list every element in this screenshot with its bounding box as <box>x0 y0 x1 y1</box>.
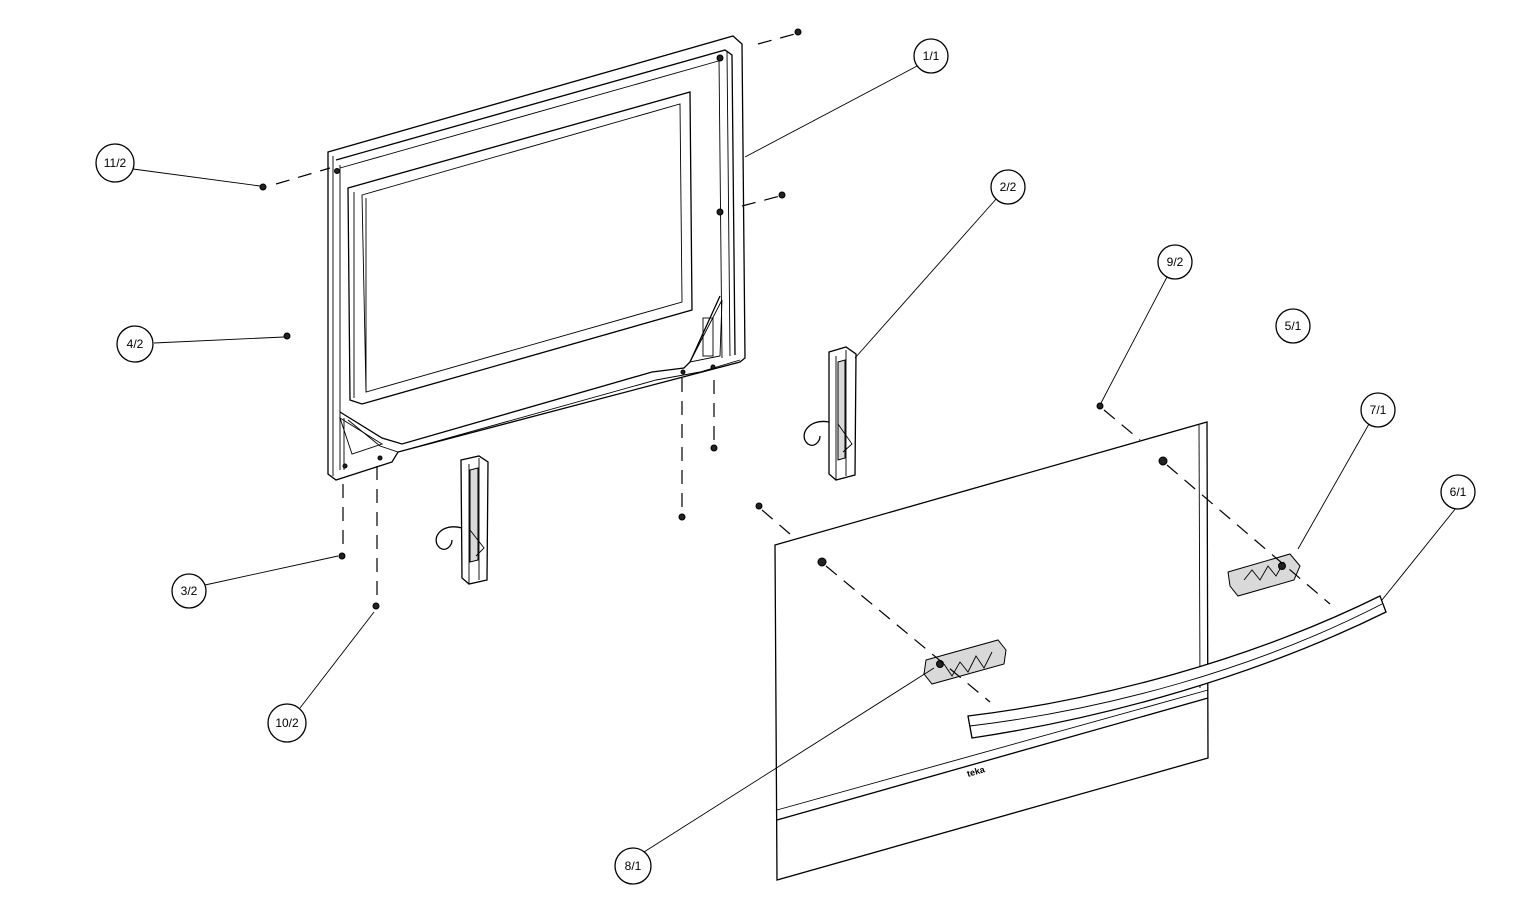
screws <box>259 28 1104 610</box>
callout-label: 10/2 <box>275 716 299 730</box>
callout-5-1: 5/1 <box>1275 308 1311 344</box>
callout-9-2: 9/2 <box>1157 244 1193 280</box>
callout-label: 7/1 <box>1370 403 1387 417</box>
callout-6-1: 6/1 <box>1440 474 1476 510</box>
callout-3-2: 3/2 <box>171 573 207 609</box>
callout-4-2: 4/2 <box>116 325 154 363</box>
door-handle <box>967 595 1387 739</box>
leader-lines <box>132 64 1461 853</box>
callout-10-2: 10/2 <box>267 703 307 743</box>
callout-8-1: 8/1 <box>614 847 652 885</box>
callout-11-2: 11/2 <box>95 143 135 183</box>
callout-label: 9/2 <box>1167 255 1184 269</box>
callout-label: 8/1 <box>625 859 642 873</box>
assembly-lines <box>275 33 1331 703</box>
handle-support-right <box>1227 553 1301 597</box>
callout-label: 5/1 <box>1285 319 1302 333</box>
callout-7-1: 7/1 <box>1360 392 1396 428</box>
callout-label: 4/2 <box>127 337 144 351</box>
callout-label: 3/2 <box>181 584 198 598</box>
callout-label: 1/1 <box>923 49 940 63</box>
hinge-left <box>435 455 489 585</box>
callout-label: 11/2 <box>104 156 127 170</box>
callout-2-2: 2/2 <box>990 169 1026 205</box>
callout-label: 6/1 <box>1450 485 1467 499</box>
hinge-right <box>803 346 857 481</box>
callout-label: 2/2 <box>1000 180 1017 194</box>
inner-door-frame <box>327 35 746 481</box>
callout-1-1: 1/1 <box>913 38 949 74</box>
